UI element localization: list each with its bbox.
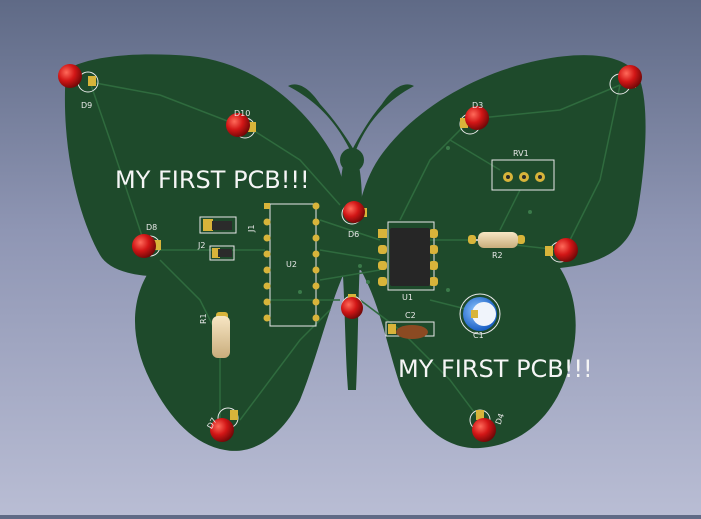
led-D1[interactable] xyxy=(609,65,642,95)
led-D5[interactable] xyxy=(341,294,363,319)
refdes-R2: R2 xyxy=(492,251,503,260)
led-D2[interactable] xyxy=(545,238,578,263)
refdes-U2: U2 xyxy=(286,260,297,269)
silk-text-bottom: MY FIRST PCB!!! xyxy=(398,355,593,383)
copper-traces xyxy=(89,81,621,421)
refdes-D10: D10 xyxy=(234,109,250,118)
resistor-R1[interactable]: R1 xyxy=(199,312,230,358)
ic-U2[interactable]: U2 xyxy=(263,202,320,327)
header-J1[interactable]: J1 xyxy=(199,216,256,234)
refdes-D9: D9 xyxy=(81,101,92,110)
refdes-RV1: RV1 xyxy=(513,149,529,158)
capacitor-C1[interactable]: C1 xyxy=(459,293,501,340)
potentiometer-RV1[interactable]: RV1 xyxy=(491,149,555,191)
vias xyxy=(298,146,532,294)
refdes-D6: D6 xyxy=(348,230,359,239)
refdes-J1: J1 xyxy=(247,225,256,233)
led-D6[interactable]: D6 xyxy=(341,201,367,239)
header-J2[interactable]: J2 xyxy=(197,241,235,261)
led-D4[interactable]: D4 xyxy=(469,409,506,442)
refdes-C1: C1 xyxy=(473,331,484,340)
refdes-U1: U1 xyxy=(402,293,413,302)
led-D3[interactable]: D3 xyxy=(459,101,489,135)
pcb-board xyxy=(64,54,646,451)
capacitor-C2[interactable]: C2 xyxy=(385,311,435,339)
refdes-D8: D8 xyxy=(146,223,157,232)
led-D8[interactable]: D8 xyxy=(132,223,161,258)
refdes-R1: R1 xyxy=(199,313,208,324)
silk-text-top: MY FIRST PCB!!! xyxy=(115,166,310,194)
resistor-R2[interactable]: R2 xyxy=(468,232,525,260)
refdes-D4: D4 xyxy=(494,412,506,426)
led-D10[interactable]: D10 xyxy=(226,109,256,139)
led-D7[interactable]: D7 xyxy=(205,407,239,442)
led-D9[interactable]: D9 xyxy=(58,64,99,110)
ic-U1[interactable]: U1 xyxy=(378,221,438,302)
refdes-D3: D3 xyxy=(472,101,483,110)
refdes-C2: C2 xyxy=(405,311,416,320)
refdes-J2: J2 xyxy=(197,241,205,250)
